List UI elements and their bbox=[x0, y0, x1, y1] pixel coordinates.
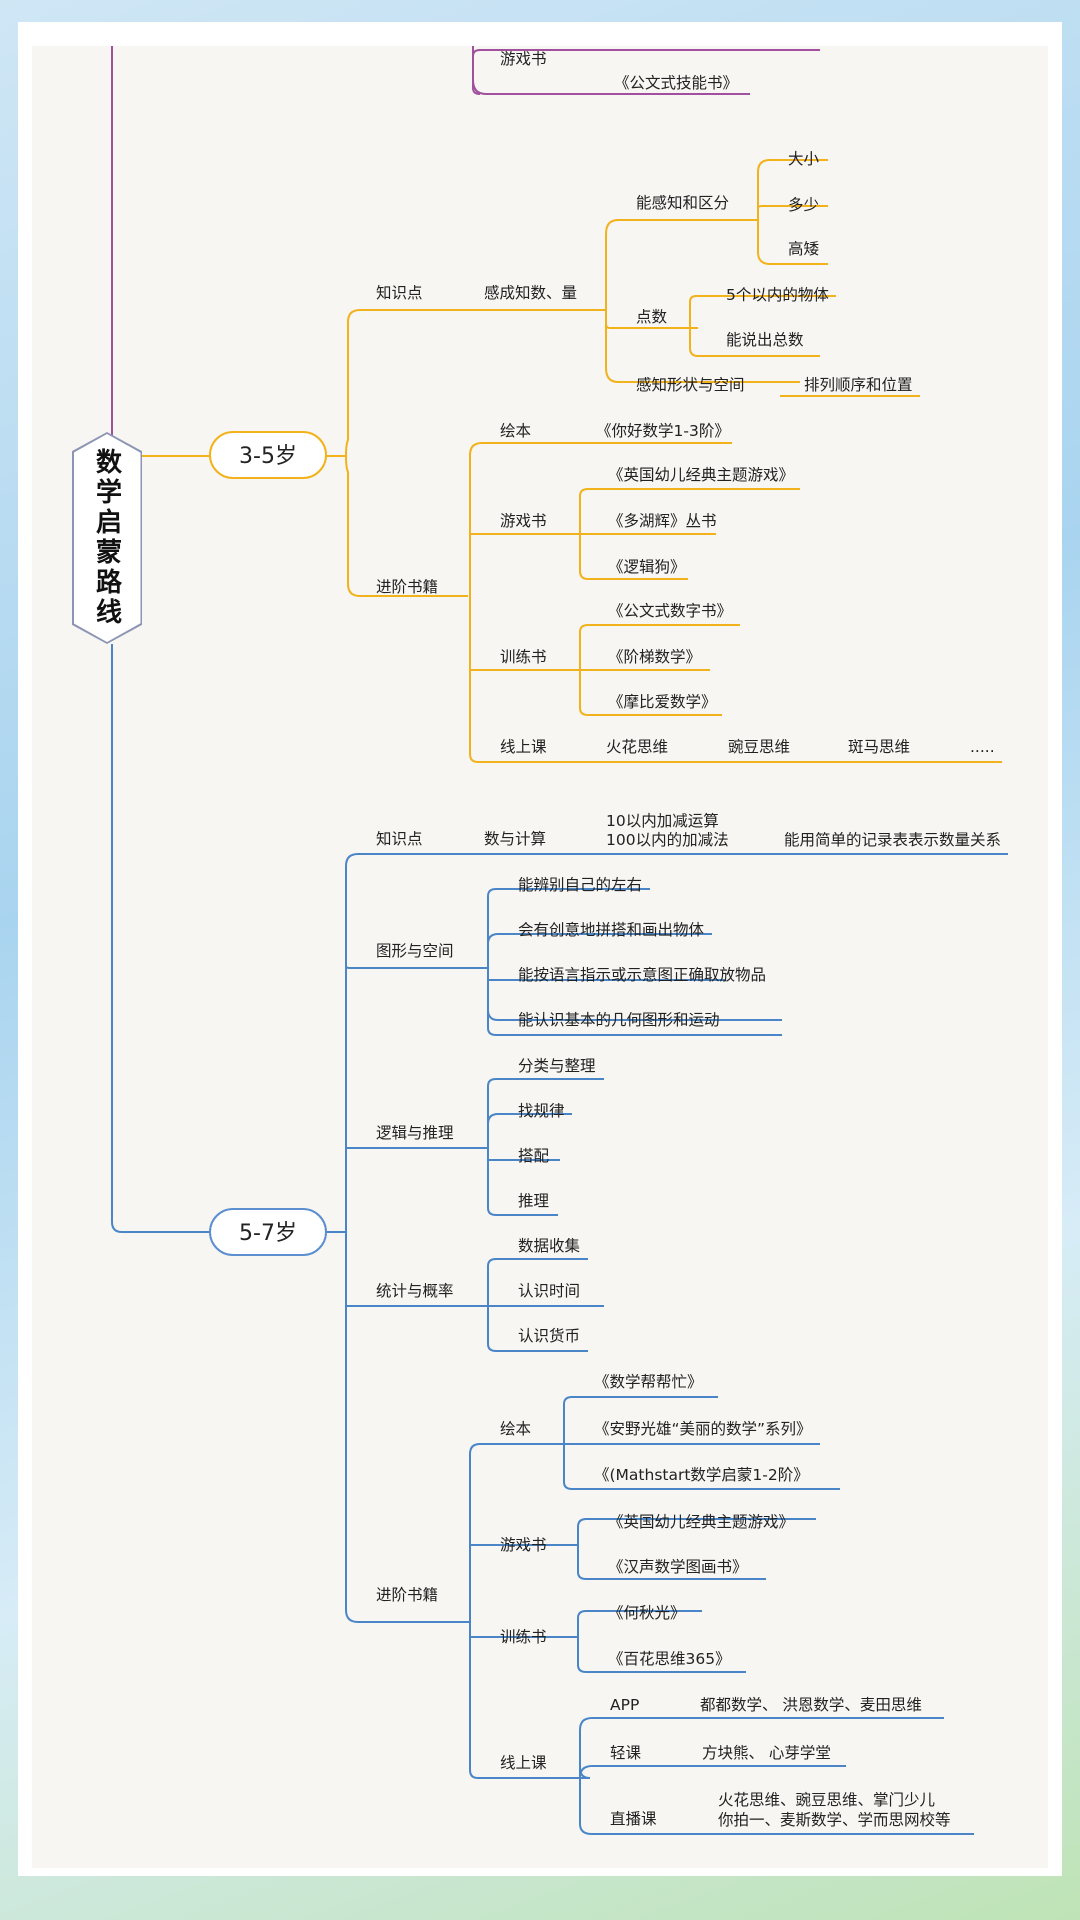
book-anno-math: 《安野光雄“美丽的数学”系列》 bbox=[594, 1420, 812, 1438]
node-online-3-5: 线上课 bbox=[500, 738, 547, 756]
leaf-shape-detail: 排列顺序和位置 bbox=[804, 376, 913, 394]
leaf-money: 认识货币 bbox=[518, 1327, 580, 1345]
book-nihao-math: 《你好数学1-3阶》 bbox=[596, 422, 730, 440]
node-game-3-5: 游戏书 bbox=[500, 512, 547, 530]
mindmap-canvas bbox=[32, 46, 1048, 1868]
node-picture-5-7: 绘本 bbox=[500, 1420, 531, 1438]
root-title-node[interactable]: 数学启蒙路线 bbox=[72, 432, 142, 644]
leaf-shapes-motion: 能认识基本的几何图形和运动 bbox=[518, 1011, 720, 1029]
top-branch-lines bbox=[111, 46, 820, 436]
leaf-amount: 多少 bbox=[788, 196, 819, 214]
leaf-left-right: 能辨别自己的左右 bbox=[518, 876, 642, 894]
node-knowledge-5-7: 知识点 bbox=[376, 830, 423, 848]
leaf-count-five: 5个以内的物体 bbox=[726, 286, 829, 304]
online-light-detail: 方块熊、 心芽学堂 bbox=[702, 1744, 831, 1762]
node-training-3-5: 训练书 bbox=[500, 648, 547, 666]
root-title-text: 数学启蒙路线 bbox=[91, 448, 122, 628]
node-picture-3-5: 绘本 bbox=[500, 422, 531, 440]
node-online-5-7: 线上课 bbox=[500, 1754, 547, 1772]
online-app-label: APP bbox=[610, 1696, 639, 1714]
node-books-3-5: 进阶书籍 bbox=[376, 578, 438, 596]
node-knowledge-3-5: 知识点 bbox=[376, 284, 423, 302]
leaf-pattern: 找规律 bbox=[518, 1102, 565, 1120]
leaf-calc-100: 100以内的加减法 bbox=[606, 831, 729, 849]
book-baihua-365: 《百花思维365》 bbox=[608, 1650, 731, 1668]
stage-3-5-lines bbox=[142, 159, 1002, 763]
leaf-classify: 分类与整理 bbox=[518, 1057, 596, 1075]
leaf-time: 认识时间 bbox=[518, 1282, 580, 1300]
online-live-label: 直播课 bbox=[610, 1810, 657, 1828]
book-mathstart: 《(Mathstart数学启蒙1-2阶》 bbox=[594, 1466, 809, 1484]
leaf-build-draw: 会有创意地拼搭和画出物体 bbox=[518, 920, 705, 939]
book-math-helper: 《数学帮帮忙》 bbox=[594, 1373, 703, 1391]
leaf-reasoning: 推理 bbox=[518, 1192, 549, 1210]
node-perceive: 能感知和区分 bbox=[636, 194, 729, 212]
leaf-record-table: 能用简单的记录表表示数量关系 bbox=[784, 831, 1001, 849]
node-logic: 逻辑与推理 bbox=[376, 1124, 454, 1142]
book-mobi-math: 《摩比爱数学》 bbox=[608, 693, 717, 711]
leaf-count-total: 能说出总数 bbox=[726, 331, 804, 349]
stage-5-7-lines bbox=[111, 644, 1008, 1835]
stage-label-5-7: 5-7岁 bbox=[239, 1221, 297, 1246]
online-wandou-3-5: 豌豆思维 bbox=[728, 738, 790, 756]
leaf-height: 高矮 bbox=[788, 240, 819, 258]
node-shape: 感知形状与空间 bbox=[636, 376, 745, 394]
book-hansheng: 《汉声数学图画书》 bbox=[608, 1558, 748, 1576]
node-training-5-7: 训练书 bbox=[500, 1628, 547, 1646]
node-geometry: 图形与空间 bbox=[376, 942, 454, 960]
node-game-5-7: 游戏书 bbox=[500, 1536, 547, 1554]
book-uk-games-5-7: 《英国幼儿经典主题游戏》 bbox=[608, 1513, 794, 1531]
root-title-inner: 数学启蒙路线 bbox=[73, 434, 141, 642]
node-books-5-7: 进阶书籍 bbox=[376, 1586, 438, 1604]
node-count: 点数 bbox=[636, 308, 668, 326]
online-more: ..... bbox=[970, 738, 995, 756]
top-category-game: 游戏书 bbox=[500, 50, 547, 68]
leaf-place-items: 能按语言指示或示意图正确取放物品 bbox=[518, 965, 766, 984]
online-app-detail: 都都数学、 洪恩数学、麦田思维 bbox=[700, 1696, 922, 1714]
stage-node-5-7[interactable]: 5-7岁 bbox=[209, 1208, 327, 1256]
book-kumon-numbers: 《公文式数字书》 bbox=[608, 602, 732, 620]
online-live-line-2: 你拍一、麦斯数学、学而思网校等 bbox=[718, 1811, 951, 1829]
online-light-label: 轻课 bbox=[610, 1744, 642, 1762]
book-duohuhui: 《多湖辉》丛书 bbox=[608, 512, 717, 530]
online-live-line-1: 火花思维、豌豆思维、掌门少儿 bbox=[718, 1791, 935, 1809]
leaf-size: 大小 bbox=[788, 150, 820, 168]
book-logic-dog: 《逻辑狗》 bbox=[608, 558, 686, 576]
node-topic-3-5: 感成知数、量 bbox=[484, 284, 577, 302]
online-banma: 斑马思维 bbox=[848, 738, 910, 756]
leaf-calc-10: 10以内加减运算 bbox=[606, 811, 719, 830]
stage-label-3-5: 3-5岁 bbox=[239, 444, 297, 469]
leaf-data-collect: 数据收集 bbox=[518, 1237, 580, 1255]
leaf-match: 搭配 bbox=[518, 1147, 549, 1165]
stage-node-3-5[interactable]: 3-5岁 bbox=[209, 431, 327, 479]
top-book-1: 《公文式技能书》 bbox=[614, 74, 738, 92]
book-he-qiuguang: 《何秋光》 bbox=[608, 1604, 686, 1622]
online-huohua-3-5: 火花思维 bbox=[606, 738, 668, 756]
book-ladder-math: 《阶梯数学》 bbox=[608, 648, 701, 666]
node-topic-5-7: 数与计算 bbox=[484, 829, 546, 848]
node-stats: 统计与概率 bbox=[376, 1282, 454, 1300]
book-uk-games-3-5: 《英国幼儿经典主题游戏》 bbox=[608, 466, 794, 484]
